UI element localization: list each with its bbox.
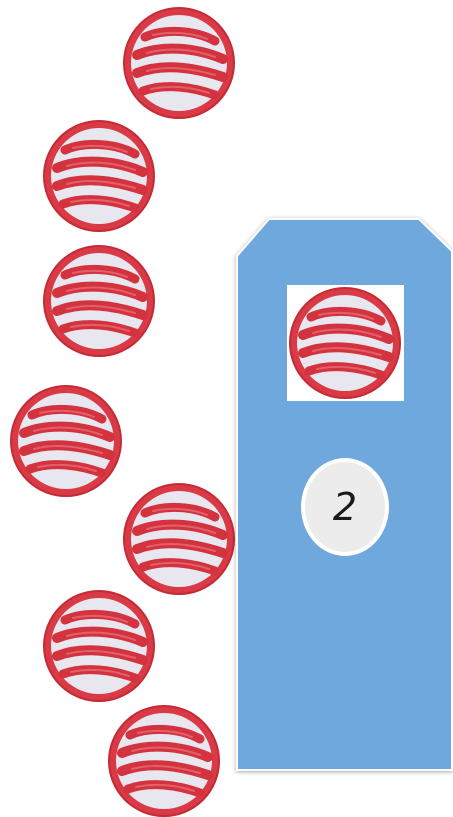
resource-card[interactable]: 2 (236, 218, 453, 772)
bacon-token-7[interactable] (108, 705, 220, 817)
bacon-token-4[interactable] (10, 385, 122, 497)
count-value: 2 (333, 485, 357, 529)
bacon-strip-icon (43, 245, 155, 357)
bacon-token-2[interactable] (43, 120, 155, 232)
bacon-strip-icon (123, 483, 235, 595)
bacon-strip-icon (289, 287, 401, 399)
bacon-token-1[interactable] (123, 7, 235, 119)
bacon-token-5[interactable] (123, 483, 235, 595)
bacon-strip-icon (10, 385, 122, 497)
bacon-strip-icon (123, 7, 235, 119)
count-badge: 2 (301, 458, 389, 556)
bacon-strip-icon (43, 590, 155, 702)
bacon-strip-icon (108, 705, 220, 817)
bacon-token-3[interactable] (43, 245, 155, 357)
bacon-token-6[interactable] (43, 590, 155, 702)
card-resource-image (287, 285, 404, 401)
bacon-strip-icon (43, 120, 155, 232)
